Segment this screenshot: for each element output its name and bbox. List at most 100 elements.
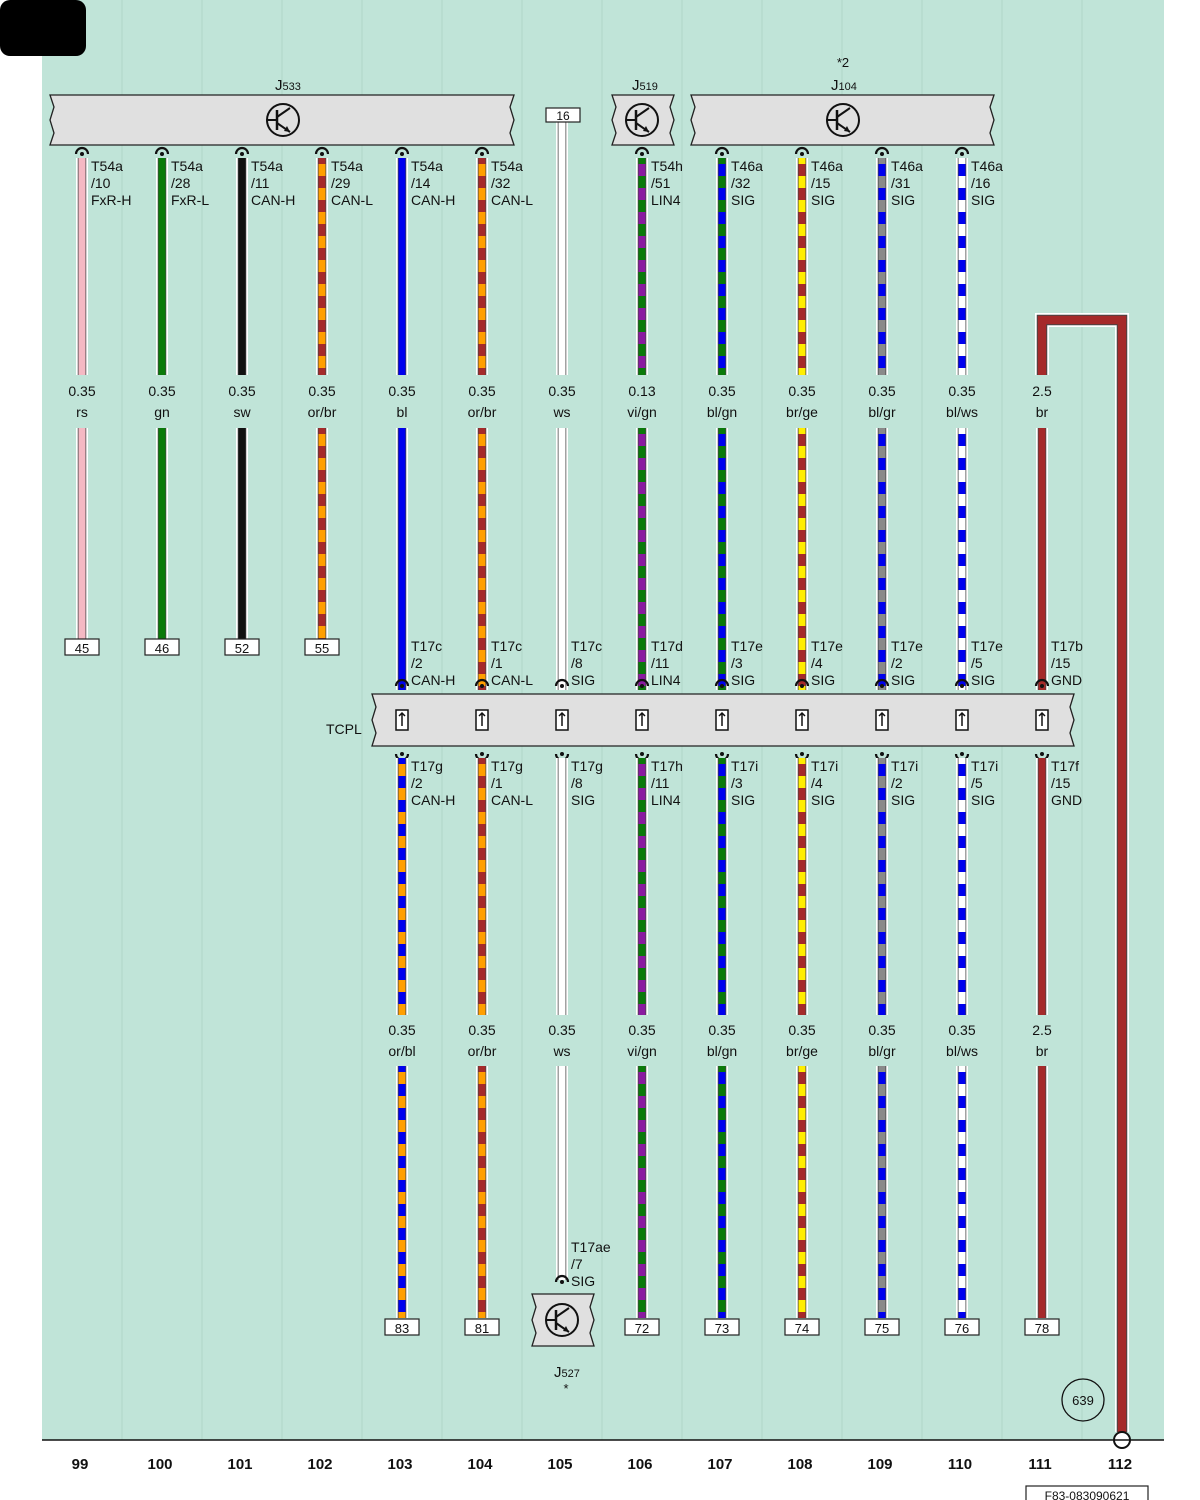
tcpl-pin-label-bottom: /2 xyxy=(411,775,423,791)
wire-size: 0.35 xyxy=(148,383,175,399)
module-pin-socket xyxy=(554,1274,570,1284)
module-j527-label: J527 xyxy=(554,1364,580,1381)
tcpl-label: TCPL xyxy=(326,721,362,737)
tcpl-pin-label-top: /2 xyxy=(411,655,423,671)
terminal-box: 83 xyxy=(384,1318,420,1336)
module-pin-socket xyxy=(74,146,90,156)
module-pin-label: SIG xyxy=(731,192,755,208)
terminal-box: 73 xyxy=(704,1318,740,1336)
svg-text:75: 75 xyxy=(875,1321,889,1336)
tcpl-pin-label-bottom: T17h xyxy=(651,758,683,774)
wire-size: 0.35 xyxy=(548,1022,575,1038)
module-pin-label: T46a xyxy=(731,158,763,174)
tcpl-pin-socket xyxy=(634,678,650,688)
svg-text:639: 639 xyxy=(1072,1393,1094,1408)
tcpl-pin-label-bottom: SIG xyxy=(811,792,835,808)
module-pin-label: /28 xyxy=(171,175,191,191)
tcpl-pin-label-top: T17b xyxy=(1051,638,1083,654)
tcpl-pin-label-top: T17e xyxy=(731,638,763,654)
module-pin-label: T54a xyxy=(171,158,203,174)
module-pin-label: /51 xyxy=(651,175,671,191)
tcpl-pin-label-bottom: /2 xyxy=(891,775,903,791)
tcpl-pin-label-top: T17e xyxy=(971,638,1003,654)
tcpl-pin-icon xyxy=(555,709,569,731)
tcpl-pin-label-bottom: /8 xyxy=(571,775,583,791)
tcpl-pin-label-bottom: T17i xyxy=(891,758,918,774)
module-pin-label: FxR-L xyxy=(171,192,209,208)
svg-text:73: 73 xyxy=(715,1321,729,1336)
module-pin-socket xyxy=(234,146,250,156)
tcpl-pin-socket xyxy=(874,678,890,688)
diagram-code: F83-083090621 xyxy=(1025,1485,1149,1500)
module-pin-label: /15 xyxy=(811,175,831,191)
tcpl-pin-label-bottom: T17i xyxy=(731,758,758,774)
module-pin-label: CAN-H xyxy=(251,192,295,208)
module-pin-label: /32 xyxy=(491,175,511,191)
module-pin-label: T54a xyxy=(251,158,283,174)
tcpl-pin-label-bottom: CAN-H xyxy=(411,792,455,808)
svg-text:83: 83 xyxy=(395,1321,409,1336)
wire-size: 0.35 xyxy=(868,383,895,399)
svg-text:78: 78 xyxy=(1035,1321,1049,1336)
tcpl-pin-socket xyxy=(954,678,970,688)
module-pin-socket xyxy=(474,146,490,156)
column-number: 103 xyxy=(387,1456,412,1473)
tcpl-pin-label-bottom: LIN4 xyxy=(651,792,681,808)
tcpl-pin-label-top: /3 xyxy=(731,655,743,671)
wire-size: 0.35 xyxy=(628,1022,655,1038)
module-j519[interactable]: J519 xyxy=(611,77,675,146)
tcpl-pin-label-bottom: T17g xyxy=(491,758,523,774)
tcpl-pin-label-top: CAN-H xyxy=(411,672,455,688)
transistor-icon xyxy=(625,103,659,137)
module-pin-label: SIG xyxy=(811,192,835,208)
column-number: 102 xyxy=(307,1456,332,1473)
wire-color-code: or/br xyxy=(308,404,337,420)
wire-size: 0.35 xyxy=(788,383,815,399)
module-pin-label: LIN4 xyxy=(651,192,681,208)
column-number: 99 xyxy=(72,1456,89,1473)
tcpl-pin-label-bottom: /5 xyxy=(971,775,983,791)
wire-color-code: ws xyxy=(552,404,570,420)
wire-color-code: sw xyxy=(233,404,251,420)
module-pin-label: FxR-H xyxy=(91,192,131,208)
tcpl-pin-label-top: T17c xyxy=(571,638,602,654)
tcpl-pin-label-top: SIG xyxy=(971,672,995,688)
tcpl-pin-socket xyxy=(554,678,570,688)
tcpl-connector[interactable]: TCPL xyxy=(326,693,1075,747)
module-pin-socket xyxy=(794,146,810,156)
module-j533[interactable]: J533 xyxy=(49,77,515,146)
tcpl-pin-icon xyxy=(1035,709,1049,731)
tcpl-pin-label-bottom: /11 xyxy=(651,775,670,791)
module-pin-label: T54a xyxy=(331,158,363,174)
module-pin-socket xyxy=(714,146,730,156)
module-pin-socket xyxy=(874,146,890,156)
tcpl-pin-label-bottom: /4 xyxy=(811,775,823,791)
module-pin-label: SIG xyxy=(971,192,995,208)
terminal-box: 81 xyxy=(464,1318,500,1336)
tcpl-pin-label-top: /5 xyxy=(971,655,983,671)
tcpl-pin-label-bottom: SIG xyxy=(891,792,915,808)
tcpl-pin-label-top: /11 xyxy=(651,655,670,671)
tcpl-pin-label-bottom: SIG xyxy=(971,792,995,808)
tcpl-pin-label-bottom: SIG xyxy=(571,792,595,808)
module-pin-label: /16 xyxy=(971,175,991,191)
labels-layer: T54a/10FxR-H0.35rs45T54a/28FxR-L0.35gn46… xyxy=(64,158,1083,1336)
ground-wire-route xyxy=(1035,313,1131,1449)
module-pin-label: /29 xyxy=(331,175,351,191)
tcpl-pin-label-top: T17e xyxy=(811,638,843,654)
module-pin-label: T54a xyxy=(411,158,443,174)
module-pin-socket xyxy=(314,146,330,156)
module-j527[interactable]: J527 * xyxy=(531,1293,595,1396)
wire-color-code: bl/gr xyxy=(868,1043,896,1059)
wire-color-code: bl/ws xyxy=(946,404,978,420)
module-pin-label: T54h xyxy=(651,158,683,174)
column-number: 108 xyxy=(787,1456,812,1473)
column-number: 105 xyxy=(547,1456,572,1473)
column-number: 109 xyxy=(867,1456,892,1473)
module-pin-label: CAN-H xyxy=(411,192,455,208)
module-j104[interactable]: *2 J104 xyxy=(690,55,995,146)
module-pin-label: /31 xyxy=(891,175,911,191)
wire-size: 0.35 xyxy=(388,383,415,399)
tcpl-pin-label-top: /4 xyxy=(811,655,823,671)
